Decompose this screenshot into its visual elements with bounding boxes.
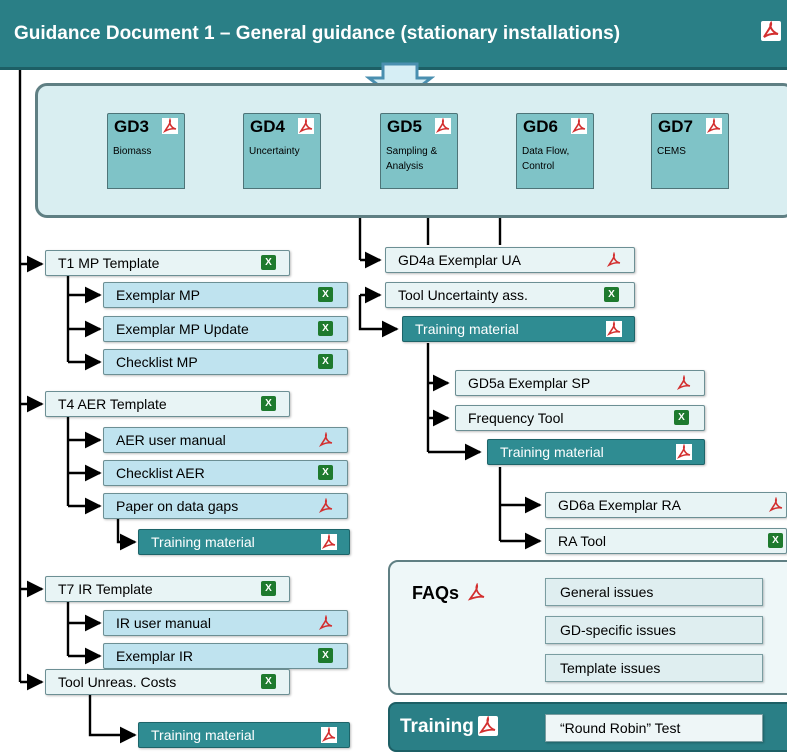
tool-uncertainty-ass[interactable]: Tool Uncertainty ass. X [385, 282, 635, 308]
pdf-icon [706, 118, 722, 134]
excel-icon: X [318, 354, 333, 369]
box-label: Frequency Tool [468, 410, 564, 426]
gd-subtitle: CEMS [657, 146, 686, 157]
gd-subtitle: Uncertainty [249, 146, 300, 157]
box-label: Exemplar IR [116, 648, 194, 664]
gd-code: GD5 [387, 117, 422, 136]
pdf-icon [298, 118, 314, 134]
gd-subtitle: Data Flow, Control [522, 146, 570, 172]
excel-icon: X [318, 321, 333, 336]
faq-gd-specific-issues[interactable]: GD-specific issues [545, 616, 763, 644]
excel-icon: X [768, 533, 783, 548]
paper-on-data-gaps[interactable]: Paper on data gaps [103, 493, 348, 519]
excel-icon: X [604, 287, 619, 302]
round-robin-test[interactable]: “Round Robin” Test [545, 714, 763, 742]
pdf-icon [162, 118, 178, 134]
gd6-document[interactable]: GD6 Data Flow, Control [516, 113, 594, 189]
tool-unreas-costs[interactable]: Tool Unreas. Costs X [45, 669, 290, 695]
excel-icon: X [261, 674, 276, 689]
gd5a-exemplar-sp[interactable]: GD5a Exemplar SP [455, 370, 705, 396]
exemplar-mp[interactable]: Exemplar MP X [103, 282, 348, 308]
box-label: IR user manual [116, 615, 211, 631]
gd7-document[interactable]: GD7 CEMS [651, 113, 729, 189]
box-label: GD4a Exemplar UA [398, 252, 521, 268]
box-label: Checklist AER [116, 465, 205, 481]
gd5-training-material[interactable]: Training material [487, 439, 705, 465]
faq-template-issues[interactable]: Template issues [545, 654, 763, 682]
gd-subtitle: Sampling & Analysis [386, 146, 438, 172]
gd4-document[interactable]: GD4 Uncertainty [243, 113, 321, 189]
faq-general-issues[interactable]: General issues [545, 578, 763, 606]
aer-user-manual[interactable]: AER user manual [103, 427, 348, 453]
gd4-training-material[interactable]: Training material [402, 316, 635, 342]
gd3-document[interactable]: GD3 Biomass [107, 113, 185, 189]
pdf-icon [571, 118, 587, 134]
pdf-icon[interactable] [467, 583, 487, 603]
excel-icon: X [261, 396, 276, 411]
gd5-document[interactable]: GD5 Sampling & Analysis [380, 113, 458, 189]
faq-label: FAQs [412, 583, 460, 603]
pdf-icon [606, 321, 622, 337]
pdf-icon [321, 534, 337, 550]
gd-code: GD6 [523, 117, 558, 136]
training-material-bottom[interactable]: Training material [138, 722, 350, 748]
excel-icon: X [674, 410, 689, 425]
pdf-icon [318, 498, 333, 513]
excel-icon: X [318, 465, 333, 480]
box-label: Checklist MP [116, 354, 198, 370]
pdf-icon [435, 118, 451, 134]
box-label: GD6a Exemplar RA [558, 497, 681, 513]
box-label: T7 IR Template [58, 581, 153, 597]
training-label: Training [400, 716, 474, 737]
pdf-icon [321, 727, 337, 743]
pdf-icon [318, 432, 333, 447]
box-label: Training material [415, 321, 519, 337]
checklist-mp[interactable]: Checklist MP X [103, 349, 348, 375]
exemplar-mp-update[interactable]: Exemplar MP Update X [103, 316, 348, 342]
box-label: Training material [151, 534, 255, 550]
pdf-icon[interactable] [478, 716, 498, 736]
pdf-icon [676, 444, 692, 460]
excel-icon: X [261, 581, 276, 596]
box-label: Exemplar MP Update [116, 321, 249, 337]
box-label: T4 AER Template [58, 396, 167, 412]
pdf-icon [768, 497, 783, 512]
box-label: AER user manual [116, 432, 226, 448]
ir-user-manual[interactable]: IR user manual [103, 610, 348, 636]
ra-tool[interactable]: RA Tool X [545, 528, 787, 554]
excel-icon: X [318, 287, 333, 302]
gd-code: GD7 [658, 117, 693, 136]
gd-code: GD3 [114, 117, 149, 136]
box-label: Tool Unreas. Costs [58, 674, 177, 690]
box-label: Training material [151, 727, 255, 743]
excel-icon: X [318, 648, 333, 663]
training-material-t4[interactable]: Training material [138, 529, 350, 555]
gd4a-exemplar-ua[interactable]: GD4a Exemplar UA [385, 247, 635, 273]
box-label: GD5a Exemplar SP [468, 375, 591, 391]
exemplar-ir[interactable]: Exemplar IR X [103, 643, 348, 669]
pdf-icon [318, 615, 333, 630]
pdf-icon[interactable] [760, 20, 782, 42]
gd6a-exemplar-ra[interactable]: GD6a Exemplar RA [545, 492, 787, 518]
box-label: T1 MP Template [58, 255, 160, 271]
pdf-icon [676, 375, 691, 390]
box-label: Training material [500, 444, 604, 460]
gd-subtitle: Biomass [113, 146, 152, 157]
box-label: RA Tool [558, 533, 606, 549]
gd-code: GD4 [250, 117, 285, 136]
box-label: Tool Uncertainty ass. [398, 287, 528, 303]
frequency-tool[interactable]: Frequency Tool X [455, 405, 705, 431]
pdf-icon [606, 252, 621, 267]
t4-aer-template[interactable]: T4 AER Template X [45, 391, 290, 417]
t7-ir-template[interactable]: T7 IR Template X [45, 576, 290, 602]
box-label: Paper on data gaps [116, 498, 239, 514]
page-title: Guidance Document 1 – General guidance (… [14, 23, 621, 44]
t1-mp-template[interactable]: T1 MP Template X [45, 250, 290, 276]
excel-icon: X [261, 255, 276, 270]
checklist-aer[interactable]: Checklist AER X [103, 460, 348, 486]
box-label: Exemplar MP [116, 287, 201, 303]
header-bar [0, 0, 787, 70]
